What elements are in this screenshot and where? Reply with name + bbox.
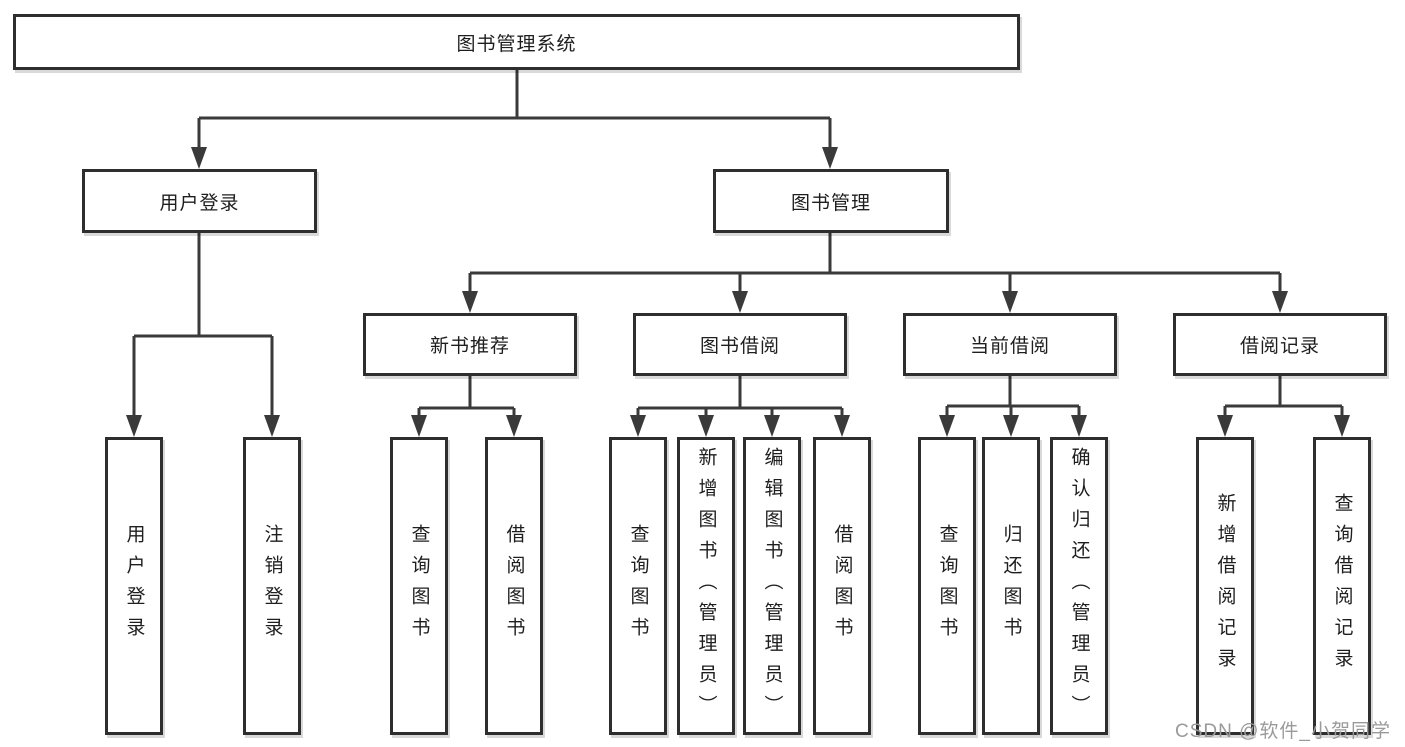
leaf-borrow-borrow-books-label: 借阅图书 xyxy=(831,524,853,648)
node-user-login-label: 用户登录 xyxy=(159,192,240,214)
leaf-recommend-query-books: 查询图书 xyxy=(390,437,448,735)
leaf-current-confirm-return-admin-label: 确认归还（管理员） xyxy=(1068,446,1090,726)
csdn-watermark: CSDN @软件_小贺同学 xyxy=(1175,721,1391,742)
node-book-borrow: 图书借阅 xyxy=(633,313,847,376)
node-book-management: 图书管理 xyxy=(713,169,949,233)
node-root-label: 图书管理系统 xyxy=(456,33,577,55)
node-borrow-record-label: 借阅记录 xyxy=(1239,336,1320,357)
leaf-recommend-query-books-label: 查询图书 xyxy=(408,524,430,648)
node-current-borrow-label: 当前借阅 xyxy=(969,336,1050,357)
node-new-book-recommend-label: 新书推荐 xyxy=(429,336,510,357)
leaf-logout-login: 注销登录 xyxy=(243,437,301,735)
leaf-borrow-query-books: 查询图书 xyxy=(609,437,667,735)
leaf-current-query-books-label: 查询图书 xyxy=(936,524,958,648)
node-new-book-recommend: 新书推荐 xyxy=(363,313,577,376)
leaf-record-query-borrow-record: 查询借阅记录 xyxy=(1313,437,1371,735)
leaf-recommend-borrow-books-label: 借阅图书 xyxy=(503,524,525,648)
leaf-borrow-edit-books-admin-label: 编辑图书（管理员） xyxy=(761,446,783,726)
leaf-borrow-borrow-books: 借阅图书 xyxy=(813,437,871,735)
leaf-current-confirm-return-admin: 确认归还（管理员） xyxy=(1050,437,1108,735)
leaf-current-query-books: 查询图书 xyxy=(918,437,976,735)
node-book-management-label: 图书管理 xyxy=(790,192,871,214)
node-book-borrow-label: 图书借阅 xyxy=(699,336,780,357)
leaf-record-add-borrow-record: 新增借阅记录 xyxy=(1196,437,1254,735)
leaf-logout-login-label: 注销登录 xyxy=(261,524,283,648)
leaf-borrow-query-books-label: 查询图书 xyxy=(627,524,649,648)
node-user-login: 用户登录 xyxy=(82,169,317,233)
node-borrow-record: 借阅记录 xyxy=(1173,313,1387,376)
node-root: 图书管理系统 xyxy=(13,14,1020,70)
leaf-record-query-borrow-record-label: 查询借阅记录 xyxy=(1331,493,1353,679)
leaf-current-return-books: 归还图书 xyxy=(982,437,1040,735)
leaf-recommend-borrow-books: 借阅图书 xyxy=(485,437,543,735)
node-current-borrow: 当前借阅 xyxy=(903,313,1117,376)
leaf-borrow-add-books-admin-label: 新增图书（管理员） xyxy=(695,446,717,726)
leaf-user-login-label: 用户登录 xyxy=(123,524,145,648)
leaf-borrow-edit-books-admin: 编辑图书（管理员） xyxy=(743,437,801,735)
leaf-current-return-books-label: 归还图书 xyxy=(1000,524,1022,648)
leaf-record-add-borrow-record-label: 新增借阅记录 xyxy=(1214,493,1236,679)
leaf-borrow-add-books-admin: 新增图书（管理员） xyxy=(677,437,735,735)
leaf-user-login: 用户登录 xyxy=(105,437,163,735)
